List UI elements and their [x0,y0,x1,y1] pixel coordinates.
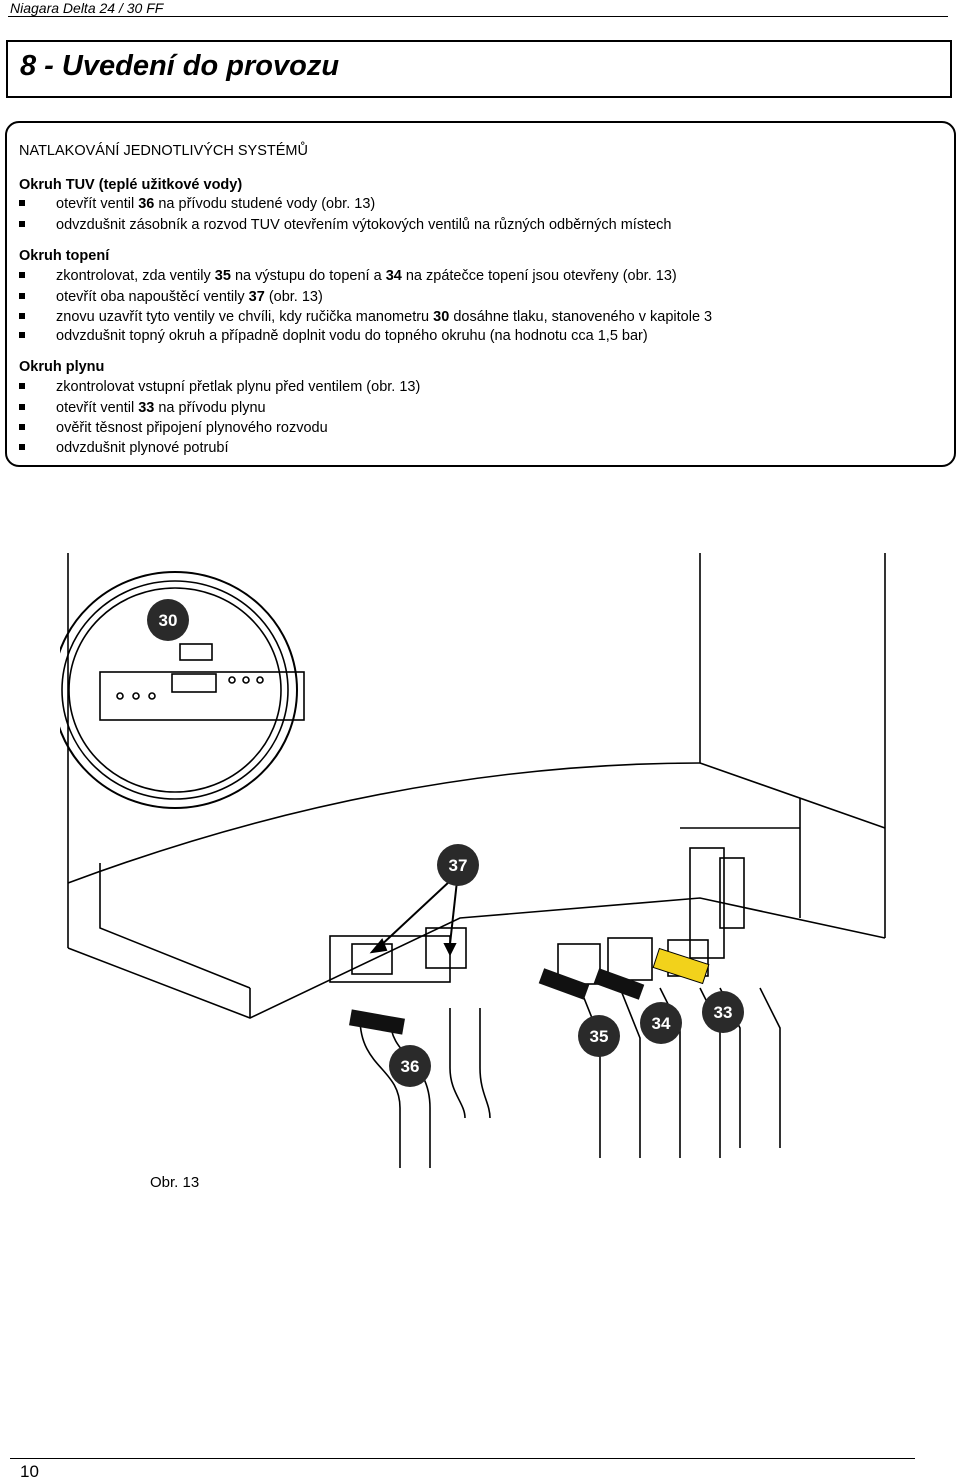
footer-rule [10,1458,915,1459]
list-item: otevřít ventil 33 na přívodu plynu [19,400,266,416]
list-item: ověřit těsnost připojení plynového rozvo… [19,420,328,436]
cold-water-valve-handle [349,1009,405,1035]
list-item: odvzdušnit zásobník a rozvod TUV otevřen… [19,217,671,233]
heating-flow-valve-handle [538,968,590,1000]
bullet-icon [19,383,25,389]
bullet-icon [19,404,25,410]
list-item: zkontrolovat, zda ventily 35 na výstupu … [19,268,677,284]
section-heading-box: 8 - Uvedení do provozu [6,40,952,98]
heating-return-valve-handle [593,968,645,1000]
list-item: otevřít ventil 36 na přívodu studené vod… [19,196,375,212]
instructions-panel: NATLAKOVÁNÍ JEDNOTLIVÝCH SYSTÉMŮ Okruh T… [5,121,956,467]
label-badge-34: 34 [640,1002,682,1044]
bullet-icon [19,424,25,430]
label-badge-37: 37 [437,844,479,886]
section-title: 8 - Uvedení do provozu [20,50,340,82]
label-badge-33: 33 [702,991,744,1033]
bullet-icon [19,293,25,299]
svg-text:36: 36 [401,1057,420,1076]
label-badge-35: 35 [578,1015,620,1057]
document-header-title: Niagara Delta 24 / 30 FF [10,0,164,16]
list-item: odvzdušnit plynové potrubí [19,440,229,456]
list-item: zkontrolovat vstupní přetlak plynu před … [19,379,420,395]
bullet-icon [19,200,25,206]
svg-text:34: 34 [652,1014,671,1033]
panel-title: NATLAKOVÁNÍ JEDNOTLIVÝCH SYSTÉMŮ [19,143,308,159]
heating-heading: Okruh topení [19,248,110,264]
bullet-icon [19,332,25,338]
page-number: 10 [20,1462,39,1481]
bullet-icon [19,272,25,278]
boiler-connections-figure: 30 37 36 35 34 33 [60,553,886,1168]
bullet-icon [19,313,25,319]
bullet-icon [19,221,25,227]
svg-text:33: 33 [714,1003,733,1022]
header-rule [8,16,948,17]
list-item: odvzdušnit topný okruh a případně doplni… [19,328,648,344]
svg-text:30: 30 [159,611,178,630]
svg-text:35: 35 [590,1027,609,1046]
label-badge-36: 36 [389,1045,431,1087]
bullet-icon [19,444,25,450]
figure-caption: Obr. 13 [150,1174,200,1191]
list-item: otevřít oba napouštěcí ventily 37 (obr. … [19,289,323,305]
label-badge-30: 30 [147,599,189,641]
list-item: znovu uzavřít tyto ventily ve chvíli, kd… [19,309,712,325]
gas-heading: Okruh plynu [19,359,105,375]
tuv-heading: Okruh TUV (teplé užitkové vody) [19,177,243,193]
svg-text:37: 37 [449,856,468,875]
gas-valve-handle [652,947,710,985]
